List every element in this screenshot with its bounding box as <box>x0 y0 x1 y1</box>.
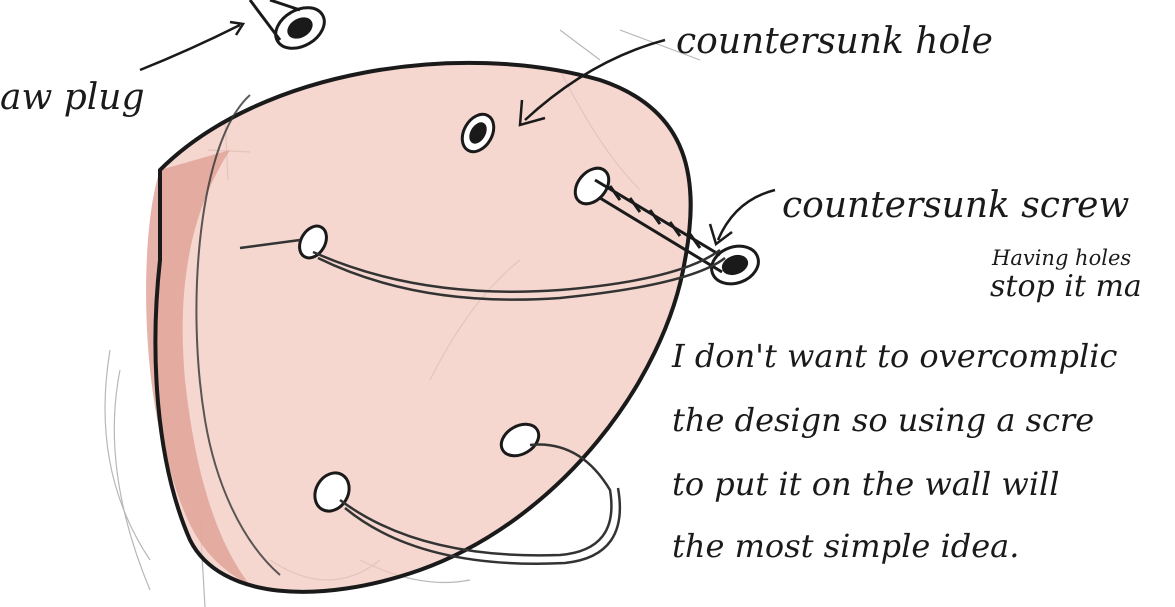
countersunk-hole-label: countersunk hole <box>676 24 993 60</box>
countersunk-screw-label: countersunk screw <box>782 188 1129 224</box>
side-note-line2: stop it ma <box>990 272 1142 302</box>
note-line-4: the most simple idea. <box>672 530 1019 562</box>
note-line-1: I don't want to overcomplic <box>672 340 1117 372</box>
note-line-3: to put it on the wall will <box>672 468 1060 500</box>
wall-plug-icon <box>250 0 332 57</box>
note-line-2: the design so using a scre <box>672 404 1094 436</box>
wall-plug-label: aw plug <box>0 80 145 116</box>
side-note-line1: Having holes <box>992 248 1131 269</box>
